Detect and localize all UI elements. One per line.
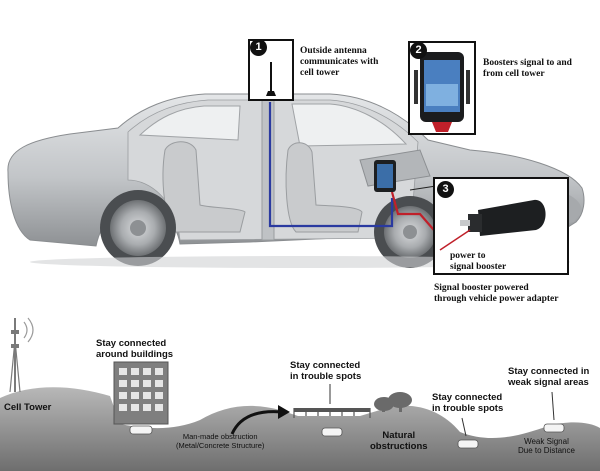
landscape-illustration (0, 317, 600, 471)
car-rear-window (138, 105, 241, 141)
dashboard-phone (374, 160, 396, 192)
callout-text-3: power to signal booster (450, 251, 507, 272)
ground (0, 387, 600, 471)
car-icon (129, 423, 565, 449)
power-adapter-icon (478, 199, 546, 236)
cell-tower-icon (9, 317, 34, 393)
weak-signal-label: Weak Signal Due to Distance (518, 437, 575, 455)
natural-obstructions-label: Natural obstructions (370, 430, 428, 452)
car-front-seat (285, 142, 363, 233)
bridge-icon (293, 408, 371, 418)
cell-tower-label: Cell Tower (4, 402, 52, 413)
car-front-window (291, 103, 408, 147)
buildings-label: Stay connected around buildings (96, 338, 174, 360)
trees-icon (374, 392, 412, 412)
man-made-label: Man-made obstruction (Metal/Concrete Str… (176, 432, 265, 450)
callout-text-1: Outside antenna communicates with cell t… (300, 46, 379, 78)
trouble-spots-label-1: Stay connected in trouble spots (290, 360, 362, 382)
blue-antenna-cable (268, 102, 394, 228)
adapter-caption: Signal booster powered through vehicle p… (434, 283, 559, 304)
weak-signal-areas-label: Stay connected in weak signal areas (508, 366, 590, 388)
trouble-spots-label-2: Stay connected in trouble spots (432, 392, 504, 414)
callout-text-2: Boosters signal to and from cell tower (483, 58, 572, 79)
car-rear-seat (162, 141, 246, 233)
obstruction-arrow (230, 410, 283, 435)
callout-number-1: 1 (250, 39, 267, 56)
callout-number-2: 2 (410, 42, 427, 59)
callout-number-3: 3 (437, 181, 454, 198)
car-pillar (261, 99, 275, 241)
building-icon (113, 361, 169, 425)
adapter-callout (433, 177, 569, 275)
